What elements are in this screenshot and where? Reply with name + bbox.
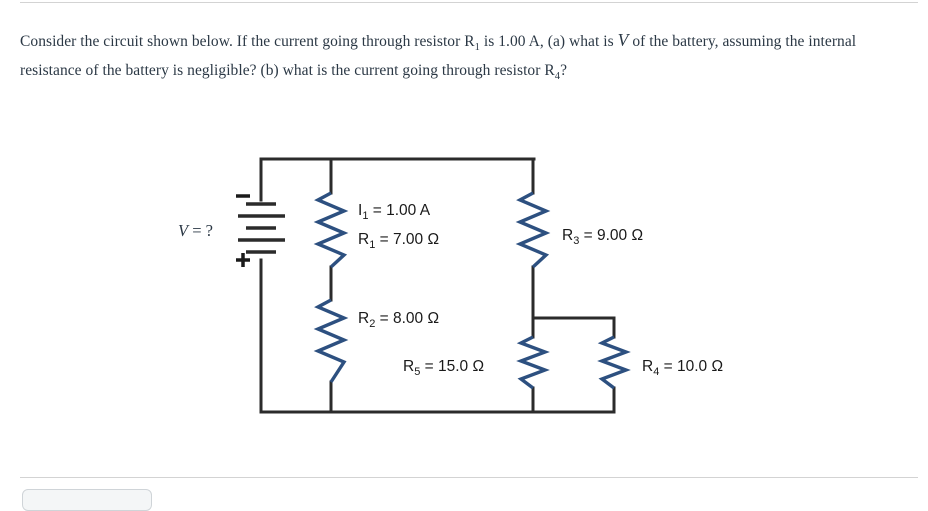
current-i1-symbol: I bbox=[358, 202, 362, 219]
resistor-r2-symbol: R bbox=[358, 310, 369, 327]
resistor-r1-value: = 7.00 Ω bbox=[375, 231, 439, 248]
current-i1-subscript: 1 bbox=[362, 210, 368, 222]
resistor-r4-subscript: 4 bbox=[653, 366, 659, 378]
current-i1-value: = 1.00 A bbox=[368, 202, 430, 219]
resistor-r5-value: = 15.0 Ω bbox=[420, 358, 484, 375]
bottom-divider bbox=[20, 477, 918, 478]
answer-input-box[interactable] bbox=[22, 489, 152, 511]
voltage-source-value: = ? bbox=[188, 221, 213, 240]
resistor-r2-zigzag bbox=[313, 298, 349, 383]
resistor-r5-zigzag bbox=[516, 335, 550, 390]
resistor-r4-zigzag bbox=[597, 335, 631, 390]
current-i1-label: I1 = 1.00 A bbox=[358, 202, 431, 222]
resistor-r5-subscript: 5 bbox=[414, 366, 420, 378]
question-part-4: ? bbox=[560, 62, 567, 79]
resistor-r1-subscript: 1 bbox=[369, 239, 375, 251]
question-subscript-2: 4 bbox=[554, 71, 561, 83]
resistor-r1-symbol: R bbox=[358, 231, 369, 248]
resistor-r1-zigzag bbox=[313, 191, 349, 269]
resistor-r3-label: R3 = 9.00 Ω bbox=[562, 227, 643, 247]
resistor-zigzags bbox=[313, 191, 631, 390]
resistor-r3-value: = 9.00 Ω bbox=[579, 227, 643, 244]
circuit-diagram: V = ? I1 = 1.00 A R1 = 7.00 Ω R3 = 9.00 … bbox=[178, 157, 723, 414]
question-text: Consider the circuit shown below. If the… bbox=[20, 26, 910, 85]
resistor-r4-value: = 10.0 Ω bbox=[659, 358, 723, 375]
resistor-r1-label: R1 = 7.00 Ω bbox=[358, 231, 439, 251]
resistor-r5-symbol: R bbox=[403, 358, 414, 375]
question-voltage-symbol: V bbox=[617, 30, 629, 50]
voltage-source-symbol: V bbox=[178, 221, 190, 240]
resistor-r2-subscript: 2 bbox=[369, 318, 375, 330]
question-subscript-1: 1 bbox=[474, 42, 480, 54]
question-part-2: is 1.00 A, (a) what is bbox=[479, 33, 618, 50]
question-part-3: of the battery, assuming the internal re… bbox=[20, 33, 857, 79]
resistor-r3-symbol: R bbox=[562, 227, 573, 244]
top-divider bbox=[20, 2, 918, 3]
resistor-r2-label: R2 = 8.00 Ω bbox=[358, 310, 439, 330]
resistor-r4-label: R4 = 10.0 Ω bbox=[642, 358, 723, 378]
parallel-subloop-wires bbox=[531, 316, 616, 414]
question-part-1: Consider the circuit shown below. If the… bbox=[20, 33, 475, 50]
battery-polarity bbox=[236, 194, 250, 267]
circuit-wires bbox=[259, 157, 536, 414]
resistor-r2-value: = 8.00 Ω bbox=[375, 310, 439, 327]
resistor-r5-label: R5 = 15.0 Ω bbox=[403, 358, 484, 378]
resistor-r3-subscript: 3 bbox=[573, 235, 579, 247]
resistor-r3-zigzag bbox=[515, 191, 551, 269]
voltage-source-label: V = ? bbox=[178, 221, 213, 240]
battery-symbol bbox=[238, 202, 285, 254]
resistor-r4-symbol: R bbox=[642, 358, 653, 375]
